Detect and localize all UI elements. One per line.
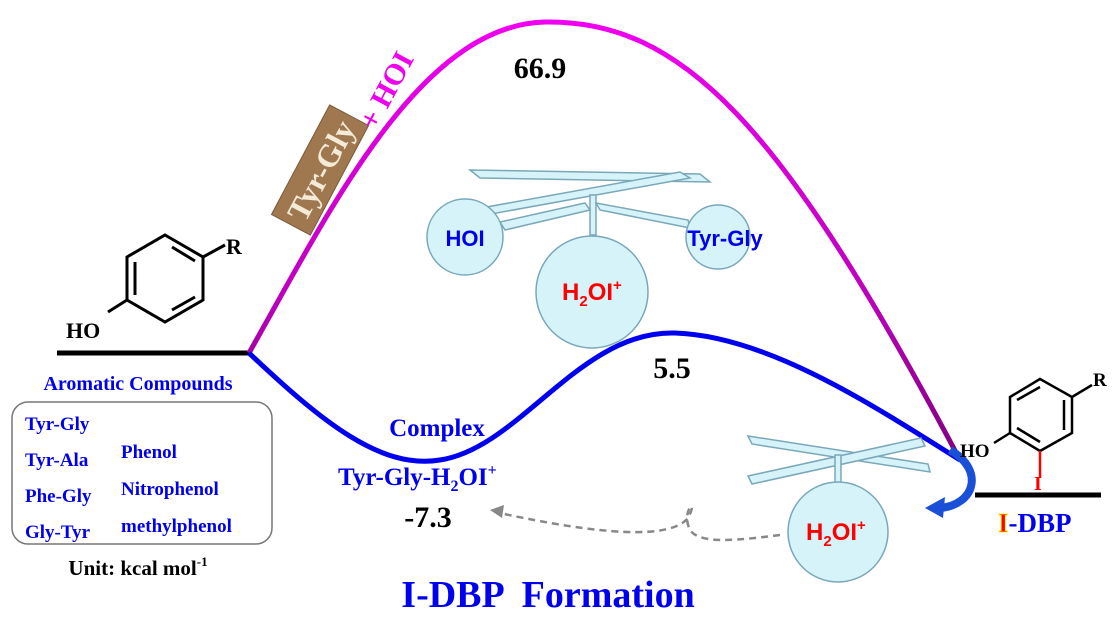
energy-ts-low: 5.5 bbox=[653, 352, 691, 385]
ho-right-label: HO bbox=[960, 441, 990, 462]
energy-complex: -7.3 bbox=[404, 501, 452, 534]
compound-item: Phe-Gly bbox=[25, 486, 92, 507]
product-structure bbox=[993, 377, 1093, 453]
compound-item: Nitrophenol bbox=[121, 479, 219, 500]
compound-item: Tyr-Ala bbox=[25, 450, 89, 471]
ts-cluster-upper bbox=[426, 169, 751, 349]
dashed-arrow-head-icon bbox=[490, 505, 504, 518]
compound-item: Tyr-Gly bbox=[25, 414, 90, 435]
hoi-label: HOI bbox=[445, 226, 484, 251]
phenol-structure bbox=[107, 233, 226, 324]
complex-name: Tyr-Gly-H2OI+ bbox=[338, 462, 497, 495]
uncatalyzed-pathway-curve bbox=[246, 19, 963, 462]
ts-cluster-lower bbox=[746, 435, 932, 583]
tyrgly-sphere-label: Tyr-Gly bbox=[687, 226, 763, 251]
complex-title: Complex bbox=[389, 415, 485, 442]
unit-label: Unit: kcal mol-1 bbox=[68, 554, 207, 580]
product-label: I-DBP bbox=[998, 508, 1072, 538]
compound-item: Phenol bbox=[121, 442, 177, 463]
energy-ts-high: 66.9 bbox=[514, 52, 567, 85]
r-right-label: R bbox=[1093, 370, 1107, 391]
arrow-head-icon bbox=[925, 497, 945, 518]
ho-left-label: HO bbox=[66, 318, 100, 343]
h2oi-upper-label: H2OI+ bbox=[562, 277, 622, 310]
diagram-title: I-DBP Formation bbox=[401, 574, 694, 616]
compounds-box bbox=[11, 401, 273, 545]
compound-item: Gly-Tyr bbox=[25, 522, 91, 543]
compounds-list: Tyr-Gly Tyr-Ala Phe-Gly Gly-Tyr Phenol N… bbox=[25, 414, 232, 543]
aromatic-compounds-title: Aromatic Compounds bbox=[43, 373, 232, 395]
compound-item: methylphenol bbox=[121, 516, 232, 537]
hoi-reagent-label: + HOI bbox=[353, 46, 421, 135]
iodine-label: I bbox=[1034, 473, 1042, 495]
h2oi-lower-label: H2OI+ bbox=[806, 517, 866, 550]
r-left-label: R bbox=[226, 234, 243, 259]
catalyzed-pathway-curve bbox=[247, 330, 962, 464]
dashed-arrow-icon bbox=[494, 505, 781, 542]
curved-arrow-icon bbox=[939, 446, 976, 512]
